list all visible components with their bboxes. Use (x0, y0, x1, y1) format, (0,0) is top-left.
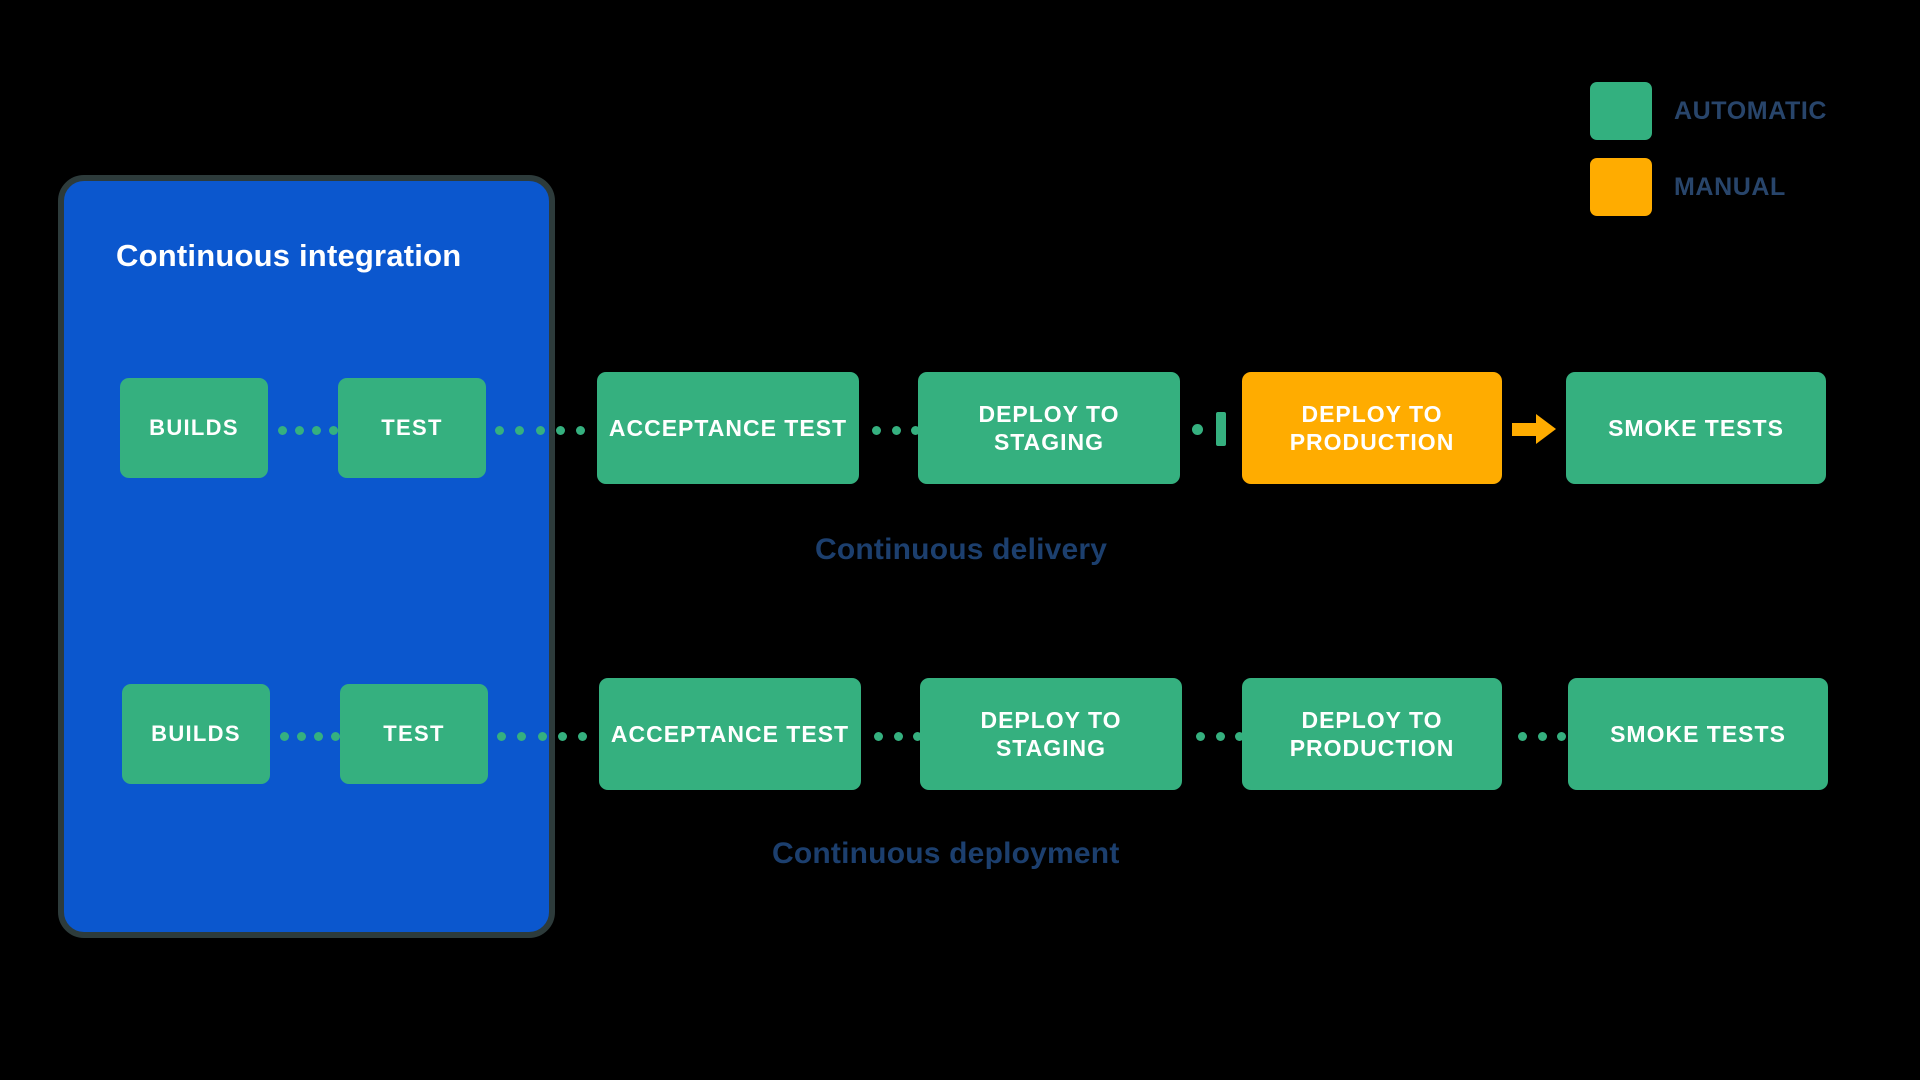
continuous-integration-title: Continuous integration (116, 238, 462, 273)
caption-continuous-deployment: Continuous deployment (772, 837, 1120, 870)
legend-label-automatic: AUTOMATIC (1674, 96, 1828, 125)
connector-test-acceptance-delivery (495, 424, 585, 436)
caption-continuous-delivery: Continuous delivery (815, 533, 1108, 566)
node-deploy-to-production-deployment[interactable]: DEPLOY TO PRODUCTION (1242, 678, 1502, 790)
node-deploy-to-staging-delivery[interactable]: DEPLOY TO STAGING (918, 372, 1180, 484)
legend-item-automatic: AUTOMATIC (1590, 82, 1827, 140)
manual-arrow-icon (1512, 414, 1556, 444)
continuous-integration-panel: Continuous integration (58, 175, 555, 938)
connector-builds-test-delivery (278, 424, 338, 436)
connector-acceptance-staging-delivery (872, 424, 920, 436)
legend-label-manual: MANUAL (1674, 172, 1786, 201)
node-deploy-to-production-delivery[interactable]: DEPLOY TO PRODUCTION (1242, 372, 1502, 484)
gate-dot-icon (1192, 423, 1203, 435)
arrow-shaft (1512, 422, 1536, 436)
connector-production-smoke-deployment (1518, 730, 1566, 742)
green-swatch-icon (1590, 82, 1652, 140)
node-test-deployment[interactable]: TEST (340, 684, 488, 784)
connector-builds-test-deployment (280, 730, 340, 742)
node-acceptance-test-delivery[interactable]: ACCEPTANCE TEST (597, 372, 859, 484)
legend-item-manual: MANUAL (1590, 158, 1827, 216)
node-acceptance-test-deployment[interactable]: ACCEPTANCE TEST (599, 678, 861, 790)
node-builds-delivery[interactable]: BUILDS (120, 378, 268, 478)
node-builds-deployment[interactable]: BUILDS (122, 684, 270, 784)
manual-gate-icon (1192, 412, 1226, 446)
node-smoke-tests-delivery[interactable]: SMOKE TESTS (1566, 372, 1826, 484)
orange-swatch-icon (1590, 158, 1652, 216)
legend: AUTOMATIC MANUAL (1590, 82, 1827, 216)
connector-test-acceptance-deployment (497, 730, 587, 742)
connector-acceptance-staging-deployment (874, 730, 922, 742)
gate-bar-icon (1216, 412, 1226, 446)
arrow-head (1536, 414, 1556, 444)
connector-staging-production-deployment (1196, 730, 1244, 742)
node-test-delivery[interactable]: TEST (338, 378, 486, 478)
node-deploy-to-staging-deployment[interactable]: DEPLOY TO STAGING (920, 678, 1182, 790)
node-smoke-tests-deployment[interactable]: SMOKE TESTS (1568, 678, 1828, 790)
